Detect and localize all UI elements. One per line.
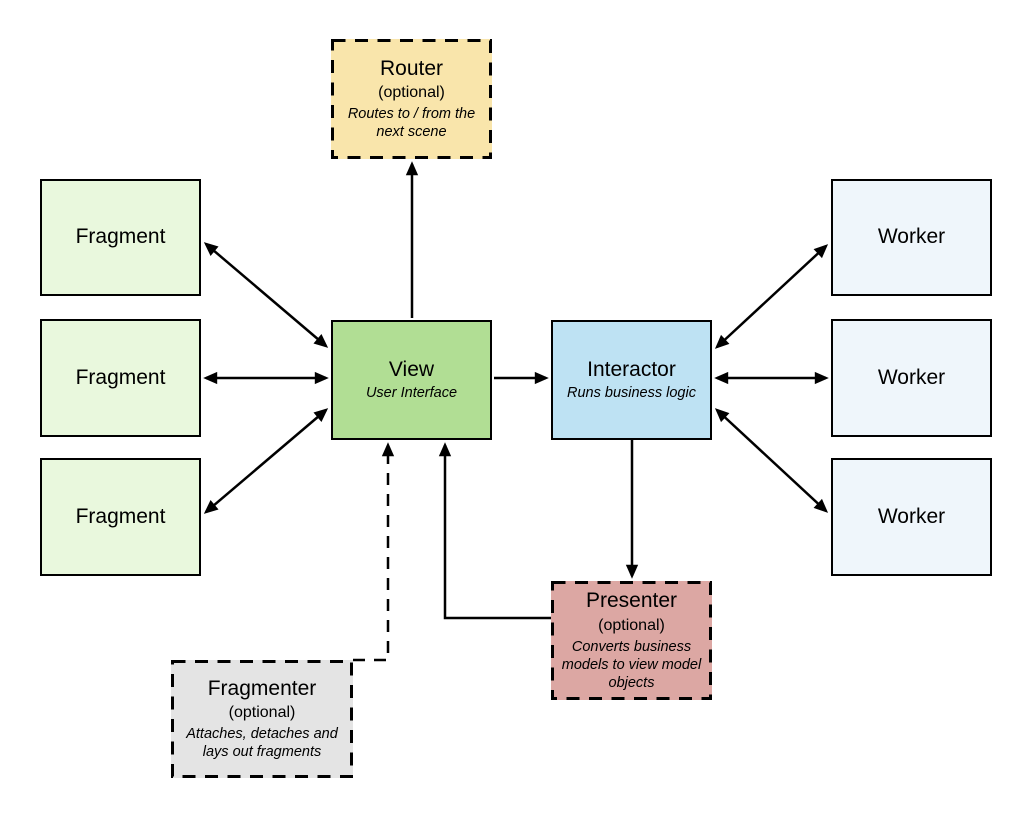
edge-interactor-worker-top — [714, 244, 829, 349]
presenter-subtitle: (optional) — [598, 616, 665, 634]
view-title: View — [388, 357, 435, 381]
node-worker-top: Worker — [831, 179, 992, 296]
edge-fragment-bottom-view — [203, 408, 329, 514]
node-worker-bottom: Worker — [831, 458, 992, 576]
node-fragment-bottom: Fragment — [40, 458, 201, 576]
node-router: Router (optional) Routes to / from the n… — [331, 39, 492, 159]
presenter-title: Presenter — [585, 588, 678, 612]
presenter-description: Converts business models to view model o… — [561, 638, 702, 691]
node-fragmenter: Fragmenter (optional) Attaches, detaches… — [171, 660, 353, 778]
node-fragment-top: Fragment — [40, 179, 201, 296]
interactor-title: Interactor — [587, 357, 676, 381]
interactor-description: Runs business logic — [567, 385, 696, 402]
edge-presenter-view — [438, 442, 551, 620]
node-worker-middle: Worker — [831, 319, 992, 437]
fragment-middle-title: Fragment — [75, 365, 166, 389]
edge-fragment-top-view — [203, 242, 329, 348]
fragmenter-description: Attaches, detaches and lays out fragment… — [186, 726, 338, 761]
edge-interactor-worker-bottom — [714, 408, 829, 513]
fragmenter-subtitle: (optional) — [228, 704, 296, 722]
worker-top-title: Worker — [877, 225, 946, 249]
fragment-bottom-title: Fragment — [75, 504, 166, 528]
fragment-top-title: Fragment — [75, 225, 166, 249]
node-fragment-middle: Fragment — [40, 319, 201, 437]
router-subtitle: (optional) — [378, 84, 445, 102]
view-description: User Interface — [365, 385, 458, 402]
worker-middle-title: Worker — [877, 365, 946, 389]
node-view: View User Interface — [331, 320, 492, 440]
router-title: Router — [379, 56, 444, 80]
node-interactor: Interactor Runs business logic — [551, 320, 712, 440]
fragmenter-title: Fragmenter — [207, 676, 317, 700]
worker-bottom-title: Worker — [877, 504, 946, 528]
router-description: Routes to / from the next scene — [347, 106, 476, 141]
node-presenter: Presenter (optional) Converts business m… — [551, 581, 712, 700]
edge-fragmenter-view — [353, 442, 395, 662]
